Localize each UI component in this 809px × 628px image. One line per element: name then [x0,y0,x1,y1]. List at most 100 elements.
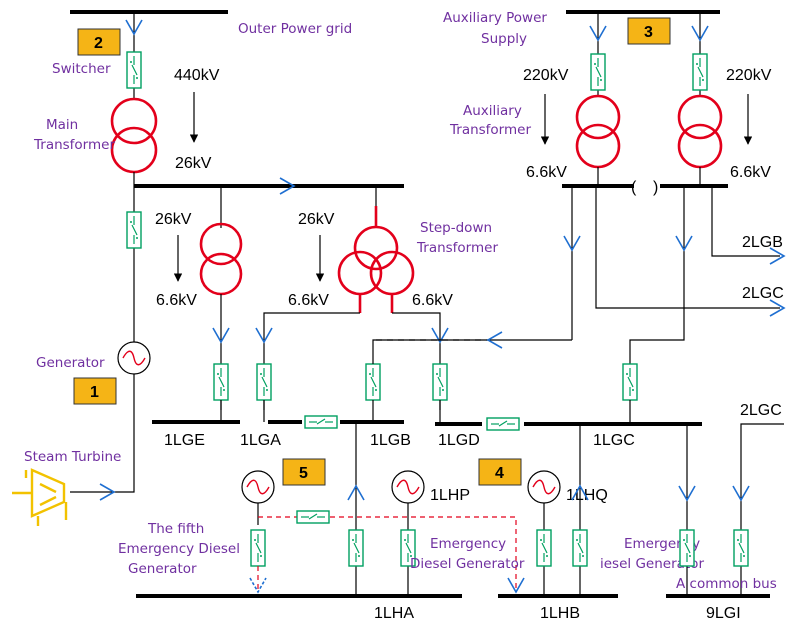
voltage-66kv-d: 6.6kV [526,164,567,181]
fifth-edg-breaker [250,529,266,567]
fifth-edg-label-3: Generator [128,561,197,577]
badge-1 [73,377,117,405]
edg-1lhq-generator-icon [527,470,561,504]
edg-1lhq-label: 1LHQ [566,487,608,504]
breaker-1lge [213,363,229,401]
voltage-66kv-c: 6.6kV [412,292,453,309]
badge-1-text: 1 [90,384,99,401]
generator-breaker [126,211,142,249]
stepdown-label-1: Step-down [420,220,492,236]
breaker-1lha-feed [348,529,364,567]
steam-turbine-icon [12,468,68,526]
switcher-label: Switcher [52,61,111,77]
arrow-icon [249,577,267,594]
arrow-icon [212,327,230,344]
bus-1lha-label: 1LHA [374,605,414,622]
breaker-1lgc [622,363,638,401]
arrow-icon [125,19,143,36]
arrow-icon [431,327,449,344]
badge-5 [282,458,326,486]
aux-breaker-a [590,53,606,91]
steam-turbine-label: Steam Turbine [24,449,121,465]
breaker-1lgb [365,363,381,401]
badge-3 [627,17,671,45]
stepdown-transformer-b-icon [337,206,415,313]
out-2lgb-label: 2LGB [742,234,783,251]
breaker-1lhb-feed [572,529,588,567]
voltage-220kv-b: 220kV [726,67,772,84]
edg-1lhp-generator-icon [391,470,425,504]
bus-1lgd-label: 1LGD [438,432,480,449]
arrow-icon [99,483,116,501]
arrow-icon [589,25,607,42]
generator-label: Generator [36,355,105,371]
bus-1lhb-label: 1LHB [540,605,580,622]
arrow-icon [769,247,786,265]
bus-section-open-left: ( [631,179,637,196]
arrow-icon [507,577,525,594]
badge-5-text: 5 [299,465,308,482]
arrow-icon [279,177,296,195]
voltage-26kv-b: 26kV [298,211,335,228]
fifth-edg-label-1: The fifth [147,521,204,537]
arrow-icon [563,235,581,252]
outer-grid-label: Outer Power grid [238,21,352,37]
cross-link-breaker [296,510,330,524]
badge-2-text: 2 [94,35,103,52]
edg-a-label-2: Diesel Generator [410,556,525,572]
in-2lgc-label: 2LGC [740,402,782,419]
main-transformer-label-2: Transformer [33,137,115,153]
badge-4-text: 4 [495,465,504,482]
aux-transformer-label-1: Auxiliary [463,103,522,119]
stepdown-label-2: Transformer [416,240,498,256]
voltage-26kv-a: 26kV [155,211,192,228]
bus-1lgb-label: 1LGB [370,432,411,449]
bus-tie-breaker-a [304,415,338,429]
arrow-icon [769,299,786,317]
bus-1lga-label: 1LGA [240,432,281,449]
aux-transformer-a-icon [575,94,621,169]
edg-b-label-2: iesel Generator [600,556,704,572]
arrow-icon [678,485,696,502]
arrow-icon [486,331,503,349]
voltage-66kv-a: 6.6kV [156,292,197,309]
common-bus-label: A common bus [676,576,777,592]
voltage-440kv: 440kV [174,67,220,84]
arrow-icon [255,327,273,344]
voltage-66kv-e: 6.6kV [730,164,771,181]
stepdown-transformer-a-icon [199,222,243,296]
generator-icon [117,341,151,375]
bus-section-open-right: ) [653,179,658,196]
fifth-edg-label-2: Emergency Diesel [118,541,240,557]
arrow-icon [691,25,709,42]
arrow-icon [571,484,589,501]
bus-1lgc-label: 1LGC [593,432,635,449]
voltage-220kv-a: 220kV [523,67,569,84]
edg-1lhp-label: 1LHP [430,487,470,504]
arrow-icon [732,485,750,502]
bus-9lgi-label: 9LGI [706,605,741,622]
breaker-9lgi-a [679,529,695,567]
arrow-icon [347,484,365,501]
out-2lgc-label: 2LGC [742,285,784,302]
voltage-66kv-b: 6.6kV [288,292,329,309]
aux-supply-label-1: Auxiliary Power [443,10,547,26]
breaker-1lgd [432,363,448,401]
breaker-1lhq [536,529,552,567]
aux-transformer-b-icon [677,94,723,169]
bus-1lge-label: 1LGE [164,432,205,449]
aux-breaker-b [692,53,708,91]
switcher-breaker [126,51,142,89]
main-transformer-label-1: Main [46,117,78,133]
breaker-1lga [256,363,272,401]
fifth-edg-link [258,516,517,592]
voltage-26kv-main: 26kV [175,155,212,172]
arrow-icon [675,235,693,252]
breaker-9lgi-b [733,529,749,567]
main-transformer-icon [110,97,158,174]
badge-2 [77,28,121,56]
badge-3-text: 3 [644,24,653,41]
edg-a-label-1: Emergency [430,536,506,552]
fifth-edg-generator-icon [241,470,275,504]
